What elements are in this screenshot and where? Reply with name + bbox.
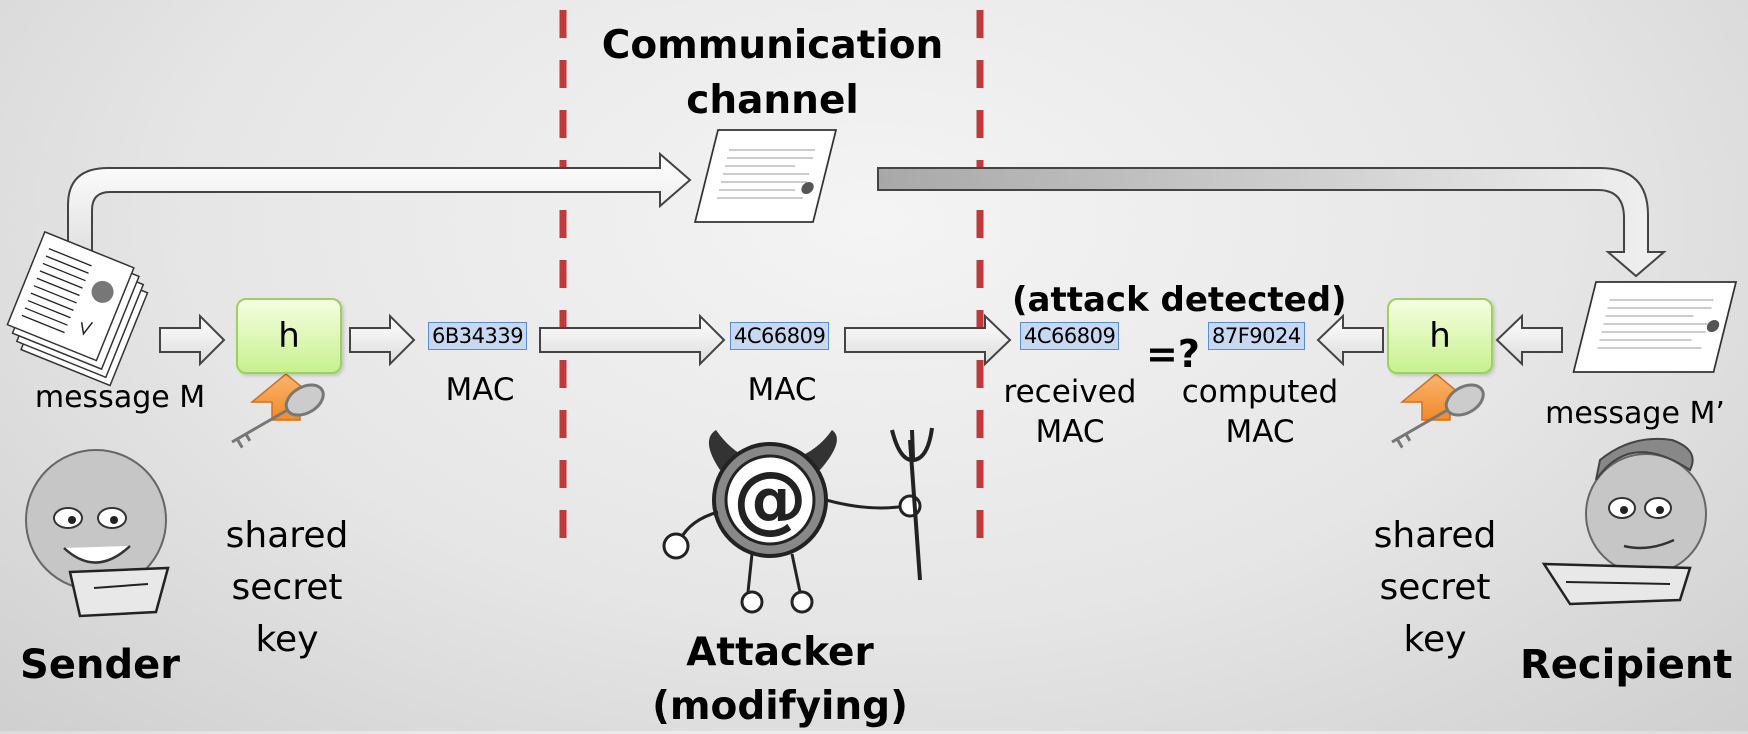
channel-title: Communication channel	[601, 23, 944, 123]
key-icon-sender	[231, 383, 325, 449]
hash-label: h	[1429, 316, 1451, 356]
key-label-recipient: shared secret key	[1373, 515, 1497, 660]
key-icon-recipient	[1391, 383, 1485, 449]
arrow-h-to-mac	[349, 313, 416, 367]
svg-text:@: @	[733, 456, 807, 542]
mac-label-attacker: MAC	[747, 372, 817, 408]
arrow-message-to-h-recipient	[1495, 313, 1563, 367]
mac-label-sender: MAC	[445, 372, 515, 408]
hash-function-recipient: h	[1387, 298, 1493, 374]
message-arrow-top-right	[877, 167, 1667, 278]
mac-value-received: 4C66809	[1020, 322, 1120, 350]
attacker-devil-icon: @	[662, 427, 934, 614]
attacker-name: Attacker (modifying)	[652, 630, 908, 729]
attack-status-label: (attack detected)	[1012, 280, 1347, 320]
arrow-message-to-h	[159, 313, 226, 367]
key-arrow-recipient	[1399, 373, 1473, 421]
mac-value-attacker: 4C66809	[730, 322, 830, 350]
message-label-recipient: message M’	[1545, 396, 1725, 431]
recipient-document-icon	[1572, 281, 1738, 373]
message-stack-icon	[6, 230, 149, 387]
arrow-h-to-computed-mac	[1316, 313, 1384, 367]
received-mac-label: received MAC	[1003, 374, 1137, 450]
computed-mac-label: computed MAC	[1181, 374, 1339, 450]
mac-value-computed: 87F9024	[1208, 322, 1305, 350]
recipient-name: Recipient	[1520, 642, 1733, 688]
arrow-attacker-to-recipient	[844, 313, 1012, 367]
key-label-sender: shared secret key	[225, 515, 349, 660]
compare-symbol: =?	[1146, 332, 1200, 376]
message-arrow-top-left	[67, 151, 692, 267]
hash-label: h	[278, 316, 300, 356]
hash-function-sender: h	[236, 298, 342, 374]
message-label-sender: message M	[34, 380, 206, 415]
recipient-avatar-icon	[1541, 437, 1707, 606]
channel-document-icon	[693, 129, 838, 223]
arrow-mac-to-attacker	[539, 313, 726, 367]
mac-value-sender: 6B34339	[428, 322, 528, 350]
sender-name: Sender	[20, 642, 180, 688]
sender-avatar-icon	[25, 449, 170, 618]
